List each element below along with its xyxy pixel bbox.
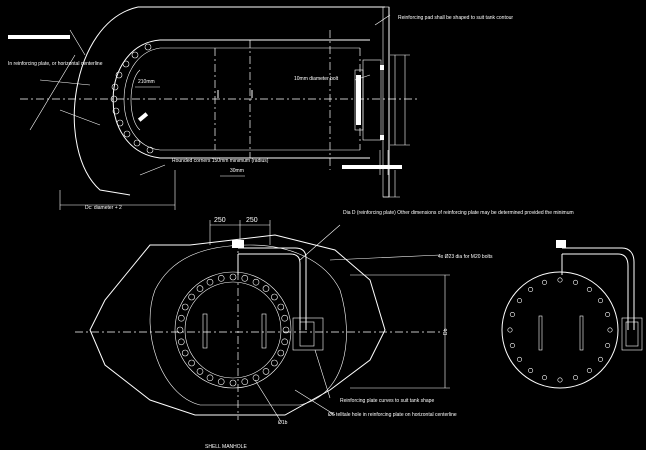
bolt-hole [607,327,613,333]
bolt-hole [229,273,237,281]
bolt-hole [541,375,547,381]
bolt-hole [597,298,603,304]
bolt-hole [572,279,578,285]
bolt-hole [271,293,278,301]
bolt-hole [196,368,204,375]
bolt-hole [217,378,225,386]
bolt-hole [282,326,290,334]
bolt-hole [252,374,260,382]
bolt-hole [196,285,204,292]
cover-view [501,240,643,389]
dim-250-left: 250 [214,217,226,224]
bolt-hole [252,278,260,286]
flange-bolts-front [176,273,290,387]
bolt-hole [188,293,195,301]
bolt-hole [241,274,249,282]
dimension-30mm: 30mm [230,168,244,174]
bolt-hole [262,285,270,292]
weld-note-2: Ø6 telltale hole in reinforcing plate on… [328,412,457,418]
bolt-hole [605,311,611,317]
bolt-hole [178,338,185,346]
bolt-hole [176,326,184,334]
bolt-hole [586,367,592,373]
dim-250-right: 250 [246,217,258,224]
diameter-bolt-note: 10mm diameter bolt [294,76,339,82]
bolt-hole [572,375,578,381]
bolt-hole [509,342,515,348]
flange-bolts-top [110,43,154,154]
pad-dimension-note: Dc: diameter + 2 [85,205,122,211]
rounded-corners-note: Rounded corners 150mm minimum (radius) [172,158,269,164]
flange-bolts-cover [507,277,613,383]
bolt-hole [281,338,289,346]
bolt-hole [277,349,285,357]
bolt-hole [178,314,185,322]
bolt-hole [181,303,189,311]
bolt-holes-note: 4x Ø23 dia for M20 bolts [438,254,493,260]
bolt-hole [217,274,225,282]
title-bar-right [342,165,402,169]
bolt-hole [206,278,214,286]
dim-vertical: Db [443,328,449,335]
bolt-hole [528,367,534,373]
bolt-hole [181,349,189,357]
bolt-hole [557,377,563,383]
bolt-hole [597,356,603,362]
bolt-hole [281,314,289,322]
view-caption: SHELL MANHOLE [205,444,247,450]
bolt-hole [516,298,522,304]
bolt-hole [528,286,534,292]
bolt-hole [586,286,592,292]
front-view [75,220,450,421]
dia-note: Dia D (reinforcing plate) Other dimensio… [343,210,574,216]
title-bar-left [8,35,70,39]
bolt-hole [262,368,270,375]
bolt-hole [206,374,214,382]
bolt-hole [277,303,285,311]
bolt-hole [241,378,249,386]
bolt-hole [516,356,522,362]
bolt-hole [507,327,513,333]
dim-bottom: Ø1b [278,420,288,426]
weld-note-1: Reinforcing plate curves to suit tank sh… [340,398,434,404]
dimension-210: 210mm [138,79,155,85]
bolt-hole [229,379,237,387]
bolt-hole [605,342,611,348]
top-section-view [20,6,420,210]
bolt-hole [509,311,515,317]
bolt-hole [557,277,563,283]
bolt-hole [188,359,195,367]
reinforcing-pad-note: Reinforcing pad shall be shaped to suit … [398,15,513,21]
bolt-hole [271,359,278,367]
reinforcing-plate-note: In reinforcing plate, or horizontal cent… [8,61,103,67]
bolt-hole [541,279,547,285]
